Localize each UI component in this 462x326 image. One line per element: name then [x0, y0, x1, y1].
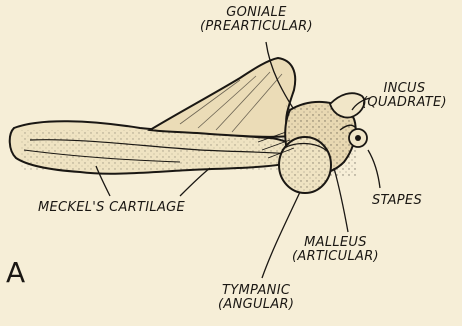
stapes-leader: [368, 150, 380, 188]
label-meckels-cartilage: MECKEL'S CARTILAGE: [38, 201, 185, 215]
tympanic-leader: [262, 192, 300, 278]
malleus-leader: [334, 168, 348, 232]
label-tympanic: TYMPANIC (ANGULAR): [218, 284, 294, 312]
label-incus: INCUS (QUADRATE): [362, 82, 447, 110]
label-malleus: MALLEUS (ARTICULAR): [292, 236, 379, 264]
label-goniale: GONIALE (PREARTICULAR): [200, 6, 313, 34]
panel-letter: A: [6, 256, 25, 289]
label-stapes: STAPES: [372, 194, 422, 208]
